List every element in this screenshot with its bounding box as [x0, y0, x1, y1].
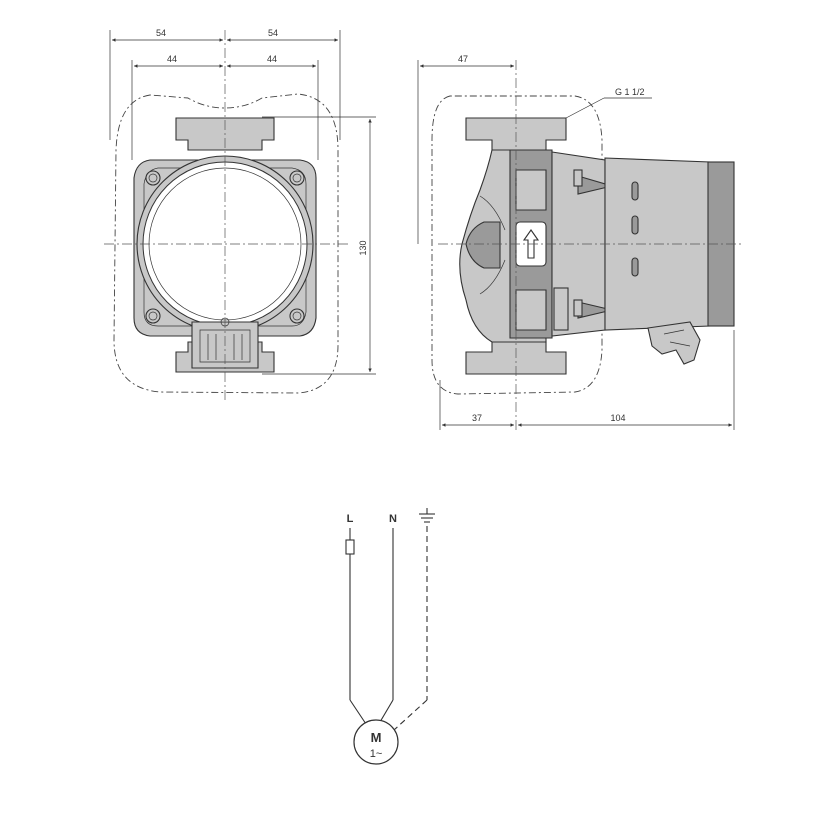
dim-side-bottom-left: 37 — [472, 413, 482, 423]
front-plate-inner — [143, 167, 307, 327]
wiring-diagram: L N M 1~ — [345, 508, 435, 765]
side-envelope-outline — [431, 95, 603, 395]
wiring-neutral-label: N — [389, 513, 397, 525]
dim-side-bottom-right: 104 — [610, 413, 625, 423]
side-terminal-clip — [553, 287, 569, 331]
side-cooling-fins — [573, 169, 615, 319]
front-view: 54 54 44 44 130 — [104, 28, 376, 400]
front-envelope-outline — [113, 93, 339, 394]
side-motor-slots — [631, 181, 639, 277]
side-view: G 1 1/2 47 37 104 — [417, 54, 742, 430]
motor-symbol — [353, 719, 399, 765]
dim-front-outer-left: 54 — [156, 28, 166, 38]
dim-front-outer-right: 54 — [268, 28, 278, 38]
motor-label: M — [371, 730, 382, 745]
wiring-line-label: L — [347, 513, 354, 525]
dim-front-inner-right: 44 — [267, 54, 277, 64]
thread-label: G 1 1/2 — [615, 87, 645, 97]
ground-icon — [419, 508, 435, 523]
dim-front-height: 130 — [358, 240, 368, 255]
fuse-icon — [345, 539, 355, 555]
dim-side-top: 47 — [458, 54, 468, 64]
front-corner-bolts — [145, 170, 305, 324]
motor-phase-label: 1~ — [370, 748, 383, 760]
dim-front-inner-left: 44 — [167, 54, 177, 64]
